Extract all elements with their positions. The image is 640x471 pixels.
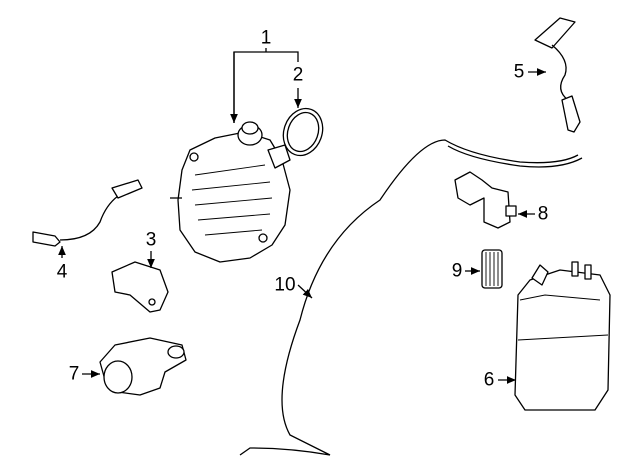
callout-8: 8 — [537, 203, 549, 225]
callout-1: 1 — [260, 27, 272, 49]
callout-6: 6 — [483, 369, 495, 391]
hose-10-part — [239, 139, 583, 456]
callout-2: 2 — [292, 64, 304, 86]
valve-8-part — [454, 171, 535, 229]
charcoal-canister-6-part — [498, 261, 611, 411]
bracket-3-part — [111, 251, 169, 313]
callout-9: 9 — [451, 260, 463, 282]
callout-3: 3 — [145, 229, 157, 251]
callout-4: 4 — [56, 261, 68, 283]
callout-7: 7 — [68, 363, 80, 385]
oxygen-sensor-4-part — [32, 179, 143, 258]
filter-9-part — [465, 249, 503, 289]
o-ring-part — [282, 107, 324, 157]
oxygen-sensor-5-part — [528, 17, 581, 133]
valve-7-part — [82, 337, 187, 396]
leader-lines-1-2 — [230, 48, 302, 123]
callout-5: 5 — [513, 61, 525, 83]
callout-10: 10 — [274, 274, 296, 296]
vacuum-pump-part — [170, 121, 291, 263]
